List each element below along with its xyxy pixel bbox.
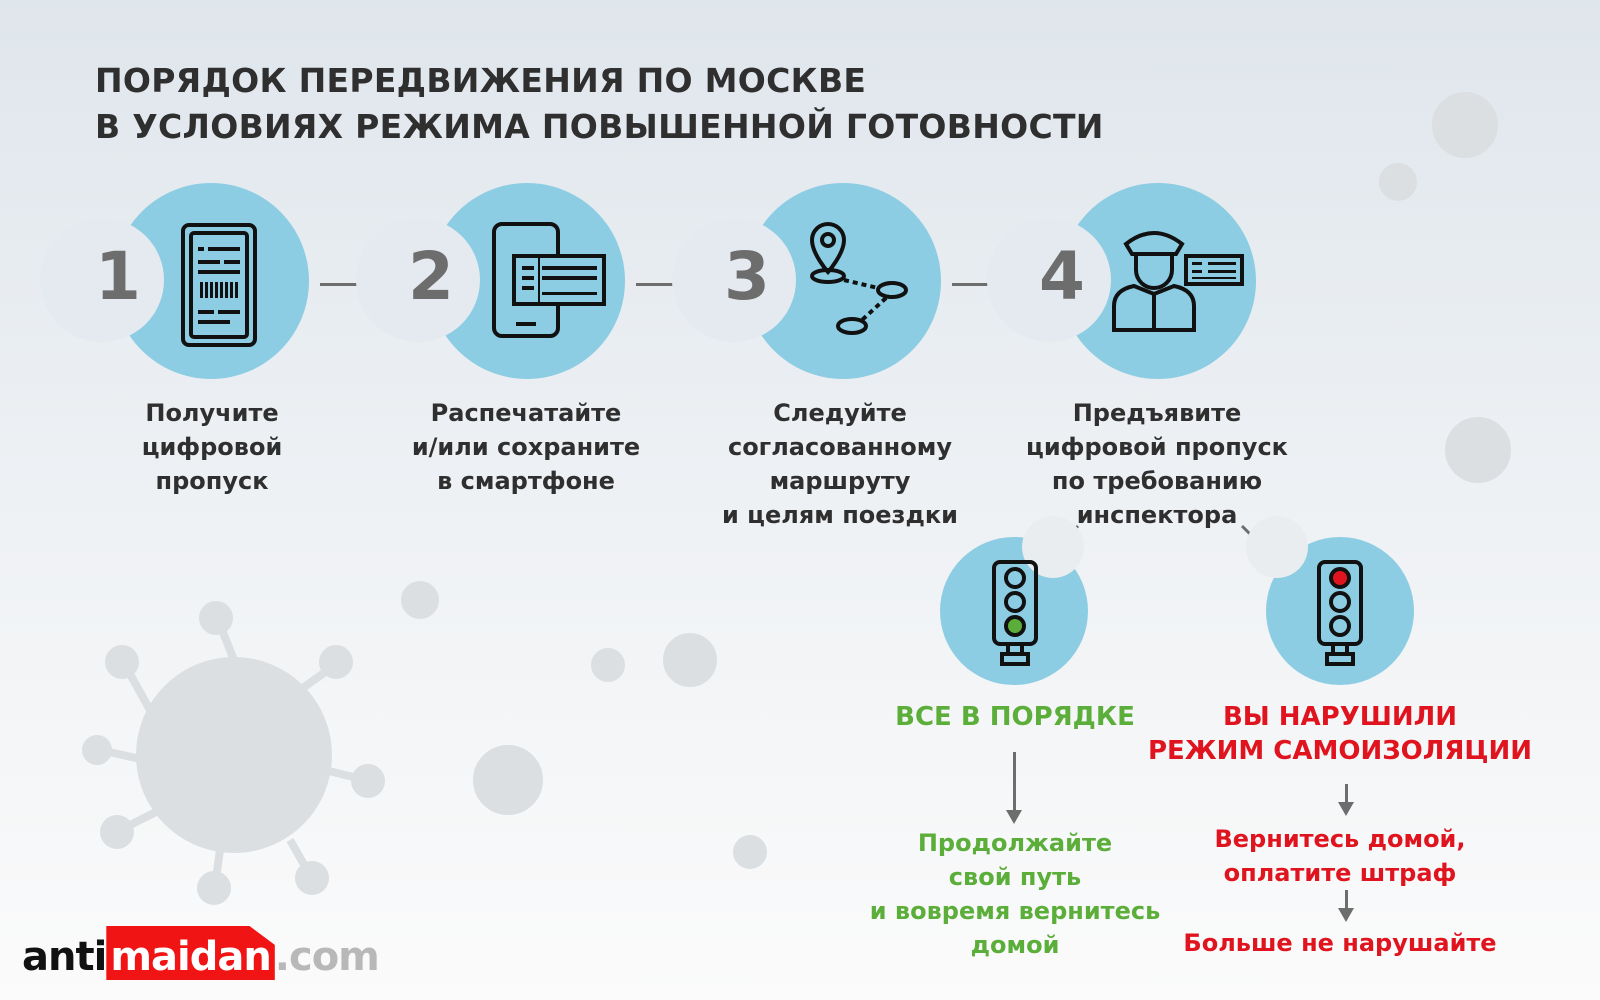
outcome-violation-final: Больше не нарушайте [1183, 929, 1497, 957]
arrow-down-icon [1338, 784, 1354, 816]
step-number: 1 [95, 238, 141, 315]
circle-cutout [672, 218, 796, 342]
circle-cutout [40, 218, 164, 342]
logo-part-1: anti [22, 934, 107, 980]
arrow-down-icon [1338, 890, 1354, 922]
logo-part-2: maidan [106, 926, 275, 980]
title-line-2: В УСЛОВИЯХ РЕЖИМА ПОВЫШЕННОЙ ГОТОВНОСТИ [95, 107, 1104, 146]
logo-part-3: .com [274, 934, 380, 980]
circle-cutout [1246, 516, 1308, 578]
inspector-icon [1112, 231, 1244, 332]
outcome-violation-text: Вернитесь домой,оплатите штраф [1214, 825, 1466, 887]
step-number: 3 [724, 238, 770, 315]
circle-cutout [1022, 516, 1084, 578]
traffic-light-green-icon [992, 560, 1038, 666]
smartphone-barcode-icon [181, 223, 257, 347]
circle-cutout [987, 218, 1111, 342]
outcome-ok-title: ВСЕ В ПОРЯДКЕ [895, 702, 1135, 732]
smartphone-ticket-icon [492, 222, 606, 338]
page-title: ПОРЯДОК ПЕРЕДВИЖЕНИЯ ПО МОСКВЕ В УСЛОВИЯ… [95, 58, 1104, 150]
step-number: 2 [408, 238, 454, 315]
step-number: 4 [1039, 238, 1085, 315]
arrow-down-icon [1006, 752, 1022, 824]
map-route-icon [809, 221, 908, 335]
title-line-1: ПОРЯДОК ПЕРЕДВИЖЕНИЯ ПО МОСКВЕ [95, 61, 867, 100]
traffic-light-red-icon [1317, 560, 1363, 666]
circle-cutout [356, 218, 480, 342]
